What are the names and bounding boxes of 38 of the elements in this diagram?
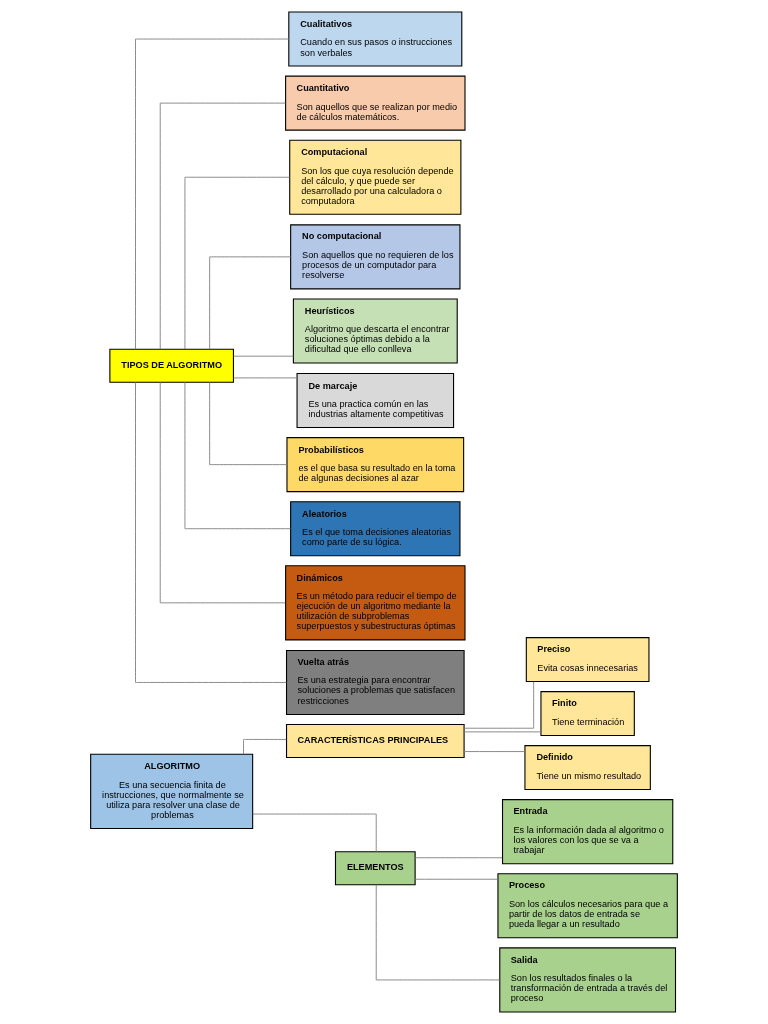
connector bbox=[209, 256, 291, 350]
connector bbox=[209, 382, 288, 466]
connector bbox=[233, 355, 294, 357]
node-box: Vuelta atrás Es una estrategia para encontrar soluciones a problemas que satisfacen restricciones bbox=[285, 649, 465, 716]
node-box: Cuantitativo Son aquellos que se realizan por medio de cálculos matemáticos. bbox=[285, 75, 466, 131]
connector bbox=[135, 381, 287, 683]
node-box: No computacional Son aquellos que no requieren de los procesos de un computador para resolverse bbox=[290, 224, 461, 290]
connector bbox=[159, 382, 286, 604]
node-box: Definido Tiene un mismo resultado bbox=[524, 745, 651, 791]
node-box: Probabilísticos es el que basa su resultado en la toma de algunas decisiones al azar bbox=[286, 437, 465, 493]
connector bbox=[233, 377, 298, 379]
connector bbox=[135, 38, 290, 350]
node-box: TIPOS DE ALGORITMO bbox=[109, 348, 234, 383]
connector bbox=[463, 731, 542, 733]
connector bbox=[159, 102, 286, 350]
node-box: Proceso Son los cálculos necesarios para que a partir de los datos de entrada se pueda llegar a un resultado bbox=[497, 873, 678, 939]
connector bbox=[375, 884, 500, 981]
connector bbox=[252, 813, 377, 853]
connector bbox=[243, 739, 287, 755]
node-box: Cualitativos Cuando en sus pasos o instrucciones son verbales bbox=[288, 11, 463, 67]
node-box: Heurísticos Algoritmo que descarta el encontrar soluciones óptimas debido a la dificultad que ello conlleva bbox=[292, 298, 458, 364]
connector bbox=[463, 681, 535, 729]
connector bbox=[463, 751, 526, 753]
node-box: ALGORITMO Es una secuencia finita de instrucciones, que normalmente se utiliza para resolver una clase de problemas bbox=[90, 753, 254, 829]
connector bbox=[414, 857, 503, 859]
node-box: Entrada Es la información dada al algoritmo o los valores con los que se va a trabajar bbox=[501, 799, 674, 865]
node-box: Finito Tiene terminación bbox=[540, 691, 635, 737]
connector bbox=[414, 878, 499, 880]
node-box: Dinámicos Es un método para reducir el tiempo de ejecución de un algoritmo mediante la utilización de subproblemas superpuestos y subestructuras óptimas bbox=[285, 565, 466, 641]
node-box: Salida Son los resultados finales o la transformación de entrada a través del proceso bbox=[499, 947, 677, 1013]
node-box: Computacional Son los que cuya resolución depende del cálculo, y que puede ser desarrollado por una calculadora o computadora bbox=[289, 139, 462, 215]
node-box: ELEMENTOS bbox=[334, 851, 416, 886]
connector bbox=[184, 381, 291, 530]
connector bbox=[184, 176, 291, 350]
node-box: CARACTERÍSTICAS PRINCIPALES bbox=[285, 724, 465, 759]
node-box: Aleatorios Es el que toma decisiones aleatorias como parte de su lógica. bbox=[290, 501, 461, 557]
node-box: Preciso Evita cosas innecesarias bbox=[525, 637, 650, 683]
node-box: De marcaje Es una practica común en las industrias altamente competitivas bbox=[296, 373, 455, 429]
